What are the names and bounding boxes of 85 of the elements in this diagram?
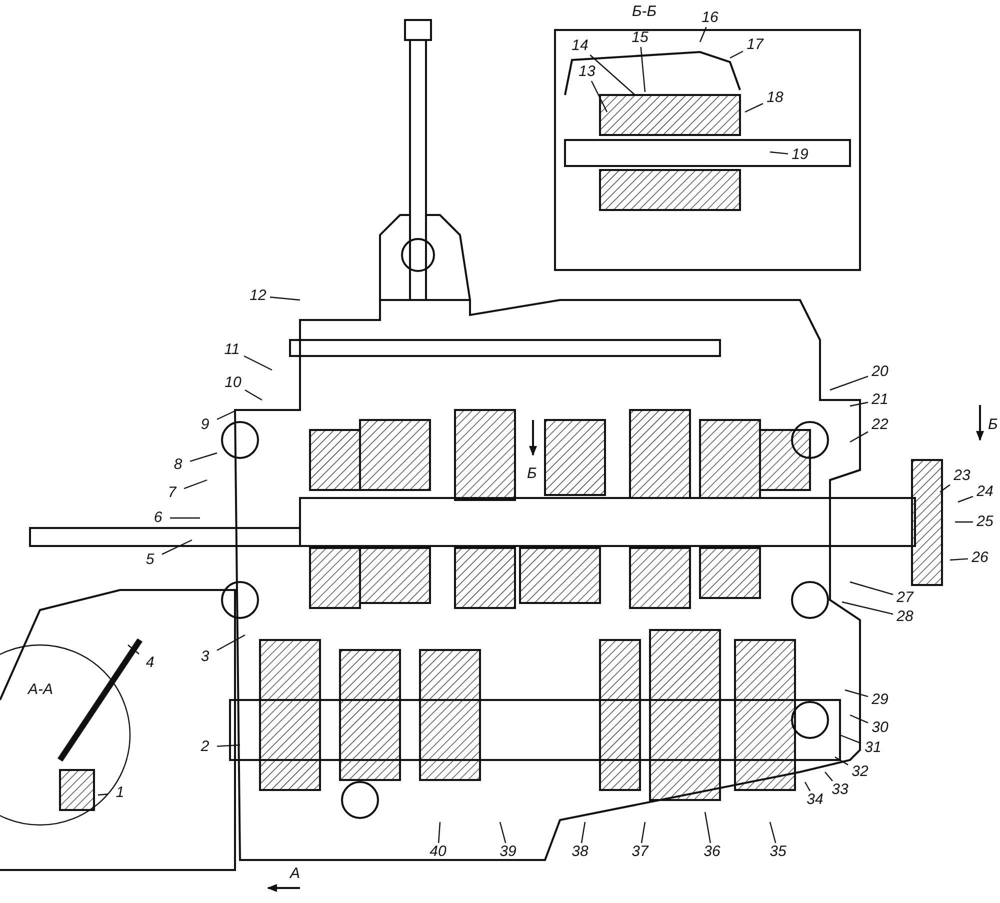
leader-line [842,601,894,615]
callout-number: 12 [247,288,269,304]
callout-number: 24 [974,484,996,500]
callout-number: 8 [167,457,189,473]
callout-number: 16 [699,10,721,26]
leader-line [216,744,240,747]
leader-line [844,689,868,698]
leader-line [190,452,218,462]
leader-line [699,26,707,42]
callout-number: 9 [194,417,216,433]
callout-number: 6 [147,510,169,526]
leader-line [744,103,764,113]
leader-line [244,390,262,401]
leader-line [580,822,586,844]
section-label: А [290,866,300,882]
section-label: Б-Б [632,4,657,20]
callout-number: 35 [767,844,789,860]
leader-line [640,822,646,844]
callout-number: 25 [974,514,996,530]
leader-line [438,822,441,844]
leader-line [98,794,108,796]
callout-number: 13 [576,64,598,80]
callout-number: 15 [629,30,651,46]
leader-line [958,496,974,503]
callout-number: 11 [221,342,243,358]
callout-number: 27 [894,590,916,606]
callout-number: 5 [139,552,161,568]
section-label: Б [527,466,537,482]
leader-line [270,296,300,301]
leader-line [824,772,833,782]
leader-line [499,822,506,844]
callout-number: 28 [894,609,916,625]
leader-line [850,402,868,407]
leader-line [850,714,868,724]
leader-line [216,634,246,651]
leader-line [128,644,140,654]
leader-line [950,558,968,561]
callout-number: 19 [789,147,811,163]
leader-line [840,734,862,744]
callout-number: 31 [862,740,884,756]
callout-number: 18 [764,90,786,106]
callout-number: 32 [849,764,871,780]
callout-number: 30 [869,720,891,736]
leader-line [850,431,868,443]
leader-line [184,479,208,490]
callout-number: 20 [869,364,891,380]
leader-line [216,409,238,420]
leader-line [590,80,608,112]
callout-number: 4 [139,655,161,671]
leader-line [704,812,712,844]
callout-number: 33 [829,782,851,798]
leader-line [804,782,811,792]
callout-number: 40 [427,844,449,860]
callout-number: 39 [497,844,519,860]
callout-number: 34 [804,792,826,808]
leader-line [850,581,894,596]
callout-number: 2 [194,739,216,755]
leader-line [590,54,636,96]
leader-line [770,151,788,154]
callout-number: 26 [969,550,991,566]
leader-line [830,376,868,391]
callout-number: 23 [951,468,973,484]
section-label: А-А [28,682,54,698]
leader-line [730,50,744,59]
callout-number: 14 [569,38,591,54]
callout-number: 17 [744,37,766,53]
leader-line [769,822,776,844]
section-label: Б [988,417,998,433]
leader-line [834,756,848,766]
callout-number: 7 [161,485,183,501]
callout-number: 3 [194,649,216,665]
callout-number: 21 [869,392,891,408]
leader-line [955,521,973,523]
callout-number: 37 [629,844,651,860]
leader-line [170,517,200,519]
callout-number: 29 [869,692,891,708]
callout-number: 1 [109,785,131,801]
leader-line [940,484,950,492]
leader-line [162,539,192,555]
callout-number: 10 [222,375,244,391]
callout-number: 22 [869,417,891,433]
leader-line [640,46,646,92]
callout-number: 38 [569,844,591,860]
callout-number: 36 [701,844,723,860]
leader-line [244,355,272,371]
